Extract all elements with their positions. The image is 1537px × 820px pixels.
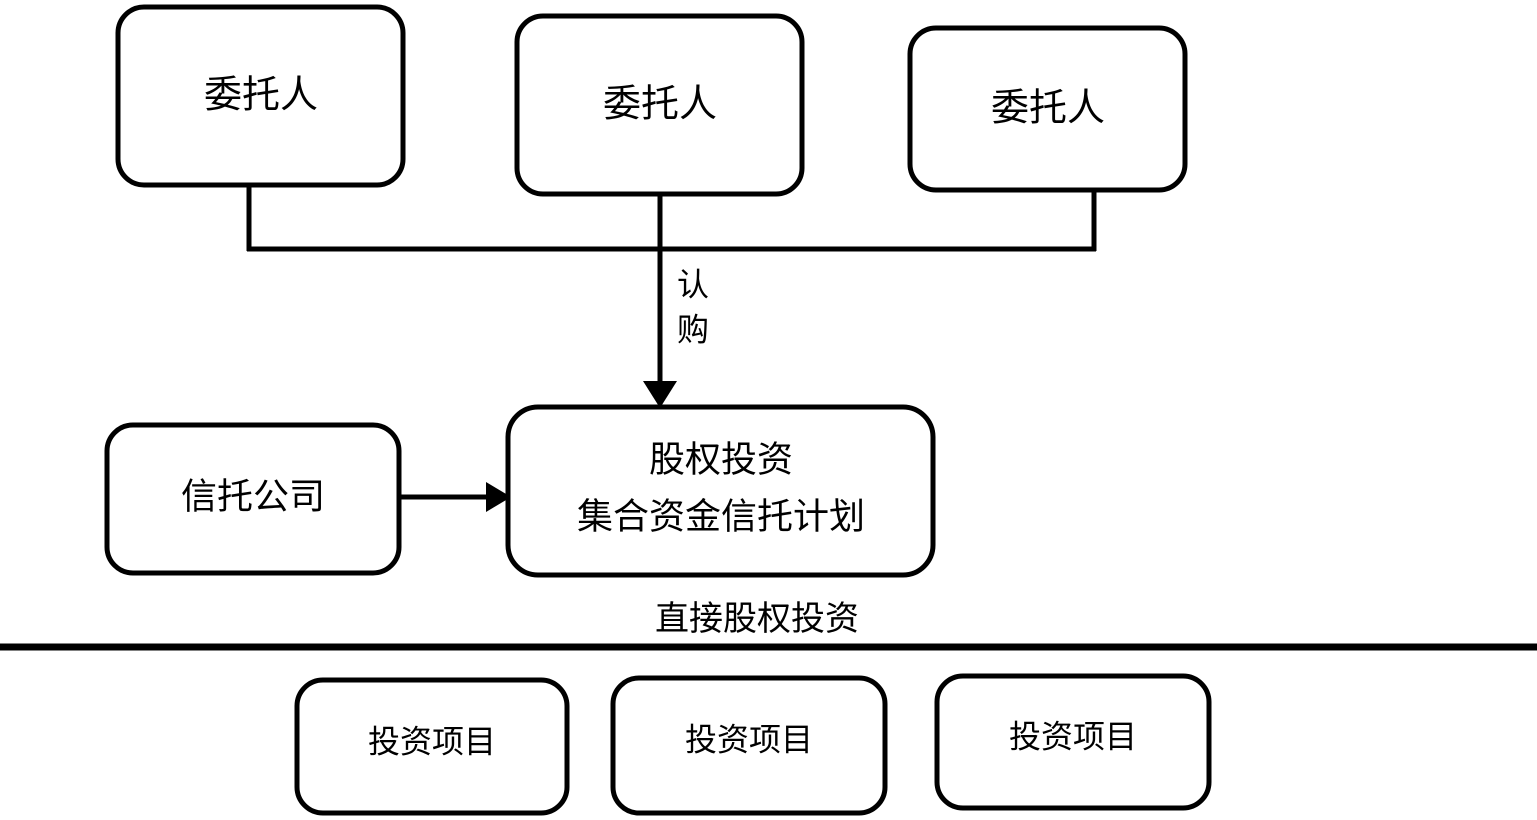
subscribe-connector — [246, 185, 1097, 408]
settlor-node-3-label: 委托人 — [991, 88, 1105, 130]
project-node-1-box — [294, 677, 570, 816]
settlor-node-1-label: 委托人 — [204, 75, 318, 117]
subscribe-edge-label: 认 购 — [677, 266, 709, 347]
project-node-2-box — [610, 675, 888, 816]
trust-plan-box — [505, 404, 936, 578]
subscribe-arrow-head — [643, 381, 677, 408]
settlor-node-3[interactable]: 委托人 — [907, 25, 1188, 193]
project-node-2[interactable]: 投资项目 — [610, 675, 888, 816]
project-node-3[interactable]: 投资项目 — [934, 673, 1212, 811]
trust-company-box — [104, 422, 402, 576]
settlor-node-1[interactable]: 委托人 — [115, 4, 406, 188]
subscribe-edge-label-char-1: 认 — [677, 266, 709, 302]
trust-plan-label-line-2: 集合资金信托计划 — [577, 496, 865, 536]
direct-equity-label: 直接股权投资 — [655, 600, 859, 638]
trust-company-label: 信托公司 — [181, 476, 325, 516]
settlor-node-2-label: 委托人 — [603, 84, 717, 126]
project-node-1-label: 投资项目 — [368, 723, 496, 759]
settlor-node-1-box — [115, 4, 406, 188]
settlor-node-3-box — [907, 25, 1188, 193]
project-node-3-label: 投资项目 — [1009, 718, 1137, 754]
trust-plan-label-line-1: 股权投资 — [649, 439, 793, 479]
manage-arrow-head — [486, 482, 511, 512]
direct-equity-section: 直接股权投资 — [0, 600, 1537, 651]
project-node-2-label: 投资项目 — [685, 721, 813, 757]
project-node-1[interactable]: 投资项目 — [294, 677, 570, 816]
trust-company-node[interactable]: 信托公司 — [104, 422, 402, 576]
project-node-3-box — [934, 673, 1212, 811]
manage-connector — [400, 482, 511, 512]
settlor-node-2[interactable]: 委托人 — [514, 13, 805, 197]
trust-plan-node[interactable]: 股权投资 集合资金信托计划 — [505, 404, 936, 578]
subscribe-edge-label-char-2: 购 — [677, 311, 709, 347]
